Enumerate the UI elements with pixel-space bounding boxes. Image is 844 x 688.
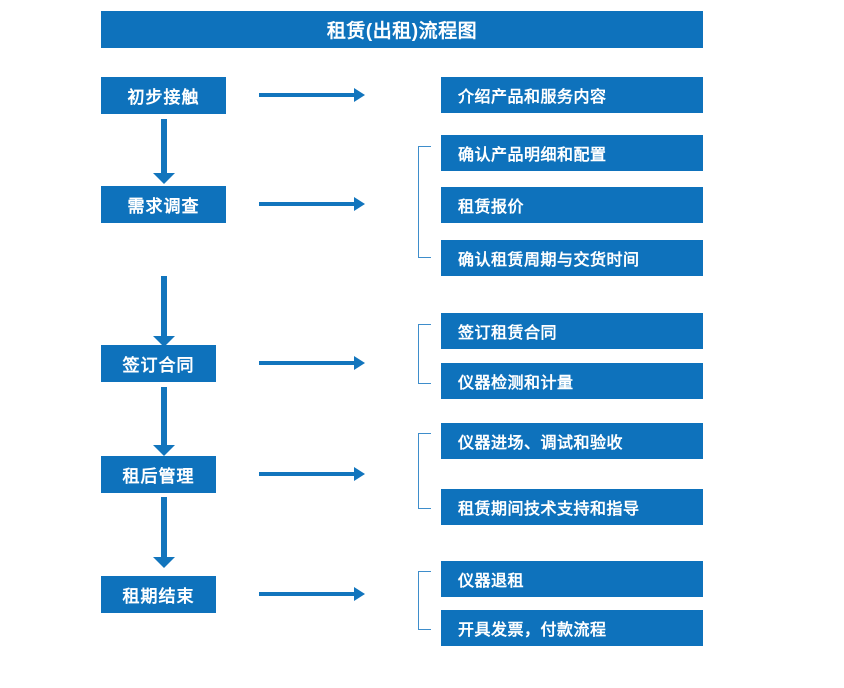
- arrow-shaft: [161, 119, 167, 173]
- arrow-down-4: [153, 497, 175, 568]
- stage-box-4[interactable]: 租后管理: [101, 456, 216, 493]
- arrow-down-3: [153, 387, 175, 456]
- detail-box-2-2[interactable]: 租赁报价: [441, 187, 703, 223]
- arrow-head: [354, 467, 365, 481]
- page-title: 租赁(出租)流程图: [101, 11, 703, 48]
- arrow-head: [354, 587, 365, 601]
- detail-box-4-2[interactable]: 租赁期间技术支持和指导: [441, 489, 703, 525]
- arrow-head: [153, 445, 175, 456]
- detail-box-4-1[interactable]: 仪器进场、调试和验收: [441, 423, 703, 459]
- arrow-head: [354, 88, 365, 102]
- detail-box-3-2[interactable]: 仪器检测和计量: [441, 363, 703, 399]
- arrow-head: [153, 557, 175, 568]
- group-bracket-2: [418, 146, 431, 258]
- detail-box-2-3[interactable]: 确认租赁周期与交货时间: [441, 240, 703, 276]
- group-bracket-3: [418, 324, 431, 384]
- detail-box-5-1[interactable]: 仪器退租: [441, 561, 703, 597]
- arrow-head: [153, 173, 175, 184]
- detail-box-5-2[interactable]: 开具发票，付款流程: [441, 610, 703, 646]
- arrow-head: [354, 356, 365, 370]
- detail-box-1-1[interactable]: 介绍产品和服务内容: [441, 77, 703, 113]
- group-bracket-5: [418, 571, 431, 630]
- stage-box-5[interactable]: 租期结束: [101, 576, 216, 613]
- arrow-shaft: [161, 387, 167, 445]
- arrow-shaft: [259, 592, 354, 596]
- arrow-right-2: [259, 197, 365, 211]
- arrow-shaft: [161, 497, 167, 557]
- stage-box-2[interactable]: 需求调查: [101, 186, 226, 223]
- arrow-right-5: [259, 587, 365, 601]
- detail-box-2-1[interactable]: 确认产品明细和配置: [441, 135, 703, 171]
- stage-box-3[interactable]: 签订合同: [101, 345, 216, 382]
- arrow-down-1: [153, 119, 175, 184]
- stage-box-1[interactable]: 初步接触: [101, 77, 226, 114]
- arrow-head: [153, 336, 175, 347]
- group-bracket-4: [418, 433, 431, 509]
- arrow-shaft: [259, 93, 354, 97]
- arrow-right-3: [259, 356, 365, 370]
- arrow-shaft: [259, 361, 354, 365]
- detail-box-3-1[interactable]: 签订租赁合同: [441, 313, 703, 349]
- arrow-shaft: [259, 202, 354, 206]
- arrow-right-4: [259, 467, 365, 481]
- arrow-down-2: [153, 276, 175, 347]
- arrow-right-1: [259, 88, 365, 102]
- arrow-head: [354, 197, 365, 211]
- arrow-shaft: [259, 472, 354, 476]
- arrow-shaft: [161, 276, 167, 336]
